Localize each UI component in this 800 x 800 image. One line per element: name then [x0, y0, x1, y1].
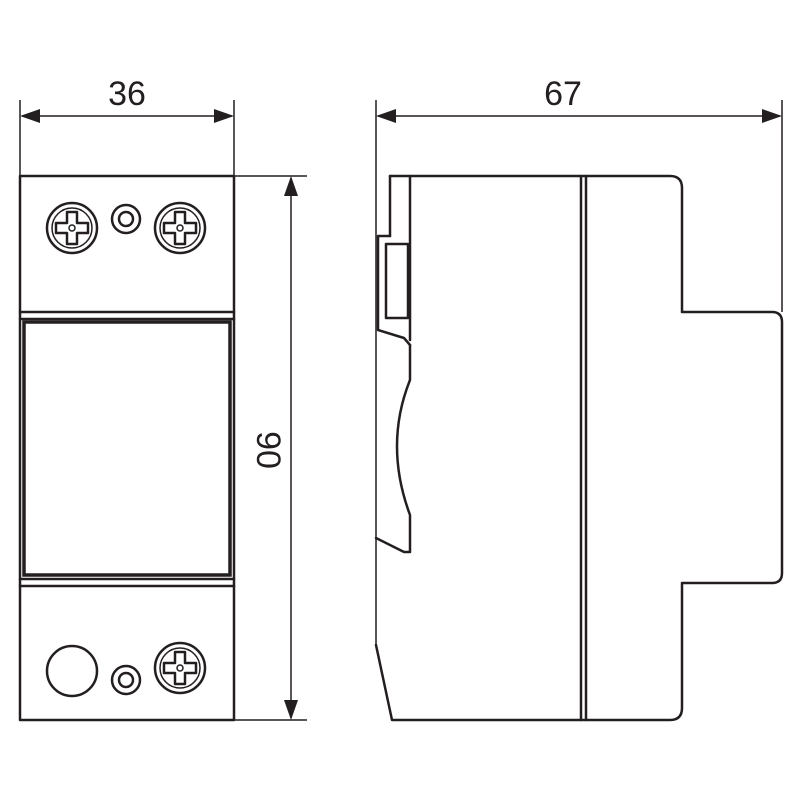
rail-clip [376, 234, 412, 347]
front-outline [18, 174, 236, 722]
depth-arrow-left [376, 109, 396, 123]
terminal-screw-top-left-icon [45, 201, 99, 255]
side-body-outline [374, 174, 784, 722]
depth-dimension: 67 [375, 75, 783, 645]
height-dimension-label: 90 [249, 431, 287, 469]
width-arrow-right [214, 109, 234, 123]
width-dimension-label: 36 [108, 75, 146, 113]
terminal-screw-bottom-right-icon [153, 641, 207, 695]
latch-curve [374, 343, 412, 554]
rail-clip-inner [384, 242, 410, 320]
depth-dimension-label: 67 [544, 75, 582, 113]
display-window [22, 320, 232, 577]
depth-arrow-right [762, 109, 782, 123]
width-dimension: 36 [19, 75, 235, 176]
terminal-screw-top-right-icon [153, 201, 207, 255]
indicator-ring-top-icon [110, 203, 142, 235]
height-arrow-top [284, 176, 298, 196]
height-dimension: 90 [234, 175, 307, 721]
side-view [374, 174, 784, 722]
plain-circle-bottom-left-icon [45, 644, 99, 698]
indicator-ring-bottom-icon [110, 664, 142, 696]
height-arrow-bottom [284, 700, 298, 720]
width-arrow-left [20, 109, 40, 123]
front-view [18, 174, 236, 722]
